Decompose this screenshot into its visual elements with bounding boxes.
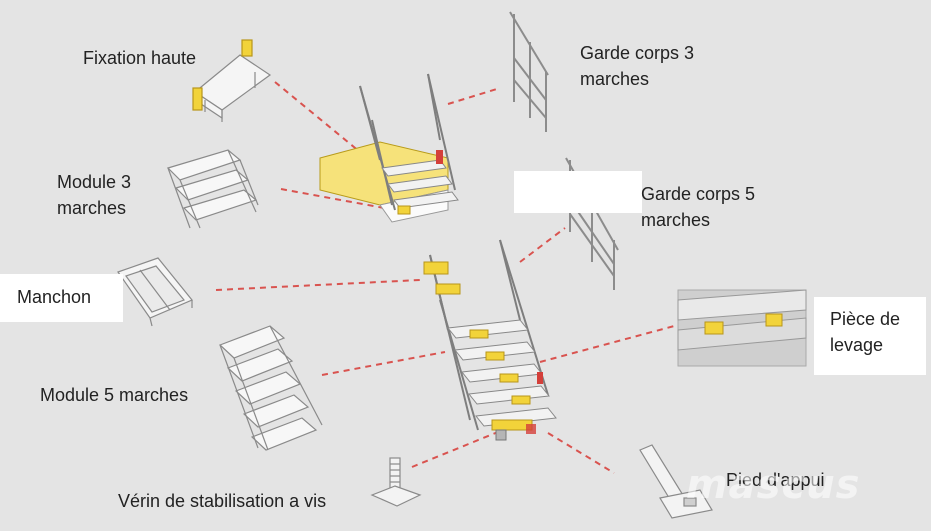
label-garde-corps-5-line1: Garde corps 5 [641, 184, 756, 204]
label-garde-corps-3-line1: Garde corps 3 [580, 43, 695, 63]
manchon-box [0, 274, 123, 322]
fixation-haute-part [192, 39, 272, 122]
label-module-3-line2: marches [57, 198, 127, 218]
verin-part [370, 457, 422, 507]
label-verin: Vérin de stabilisation a vis [118, 488, 326, 514]
label-pied-appui-text: Pied d'appui [726, 470, 825, 490]
garde-corps-3-part [509, 11, 549, 132]
watermark: mascus [686, 462, 861, 508]
piece-levage-image [677, 289, 807, 367]
label-pied-appui: Pied d'appui [726, 467, 825, 493]
label-garde-corps-5-line2: marches [641, 210, 711, 230]
manchon-part [117, 257, 193, 327]
label-garde-corps-3-line2: marches [580, 69, 650, 89]
label-manchon: Manchon [17, 284, 91, 310]
leader-module-3 [280, 188, 396, 211]
label-fixation-haute: Fixation haute [83, 45, 196, 71]
pied-appui-part [639, 444, 713, 519]
leader-verin [411, 431, 499, 468]
leader-fixation-haute [274, 81, 361, 153]
piece-levage-box [814, 297, 926, 375]
leader-pied-appui [547, 432, 615, 474]
label-module-3: Module 3 marches [57, 169, 131, 221]
label-module-5: Module 5 marches [40, 382, 188, 408]
label-module-5-text: Module 5 marches [40, 385, 189, 405]
label-garde-corps-5: Garde corps 5 marches [641, 181, 755, 233]
label-fixation-haute-text: Fixation haute [83, 48, 197, 68]
label-manchon-text: Manchon [17, 287, 92, 307]
garde-corps-5-box [514, 171, 642, 213]
leader-lines [215, 81, 679, 474]
main-stair-assembly [423, 239, 557, 441]
label-garde-corps-3: Garde corps 3 marches [580, 40, 694, 92]
leader-manchon [215, 279, 421, 291]
label-piece-levage-line2: levage [830, 335, 884, 355]
leader-piece-levage [539, 324, 679, 363]
module-3-part [166, 149, 259, 229]
label-module-3-line1: Module 3 [57, 172, 132, 192]
label-piece-levage-line1: Pièce de [830, 309, 901, 329]
module-5-part [218, 325, 323, 451]
label-verin-text: Vérin de stabilisation a vis [118, 491, 327, 511]
leader-module-5 [321, 351, 446, 376]
leader-garde-corps-5 [519, 227, 566, 263]
leader-garde-corps-3 [447, 87, 501, 105]
label-piece-levage: Pièce de levage [830, 306, 900, 358]
top-stair-assembly [319, 73, 459, 223]
